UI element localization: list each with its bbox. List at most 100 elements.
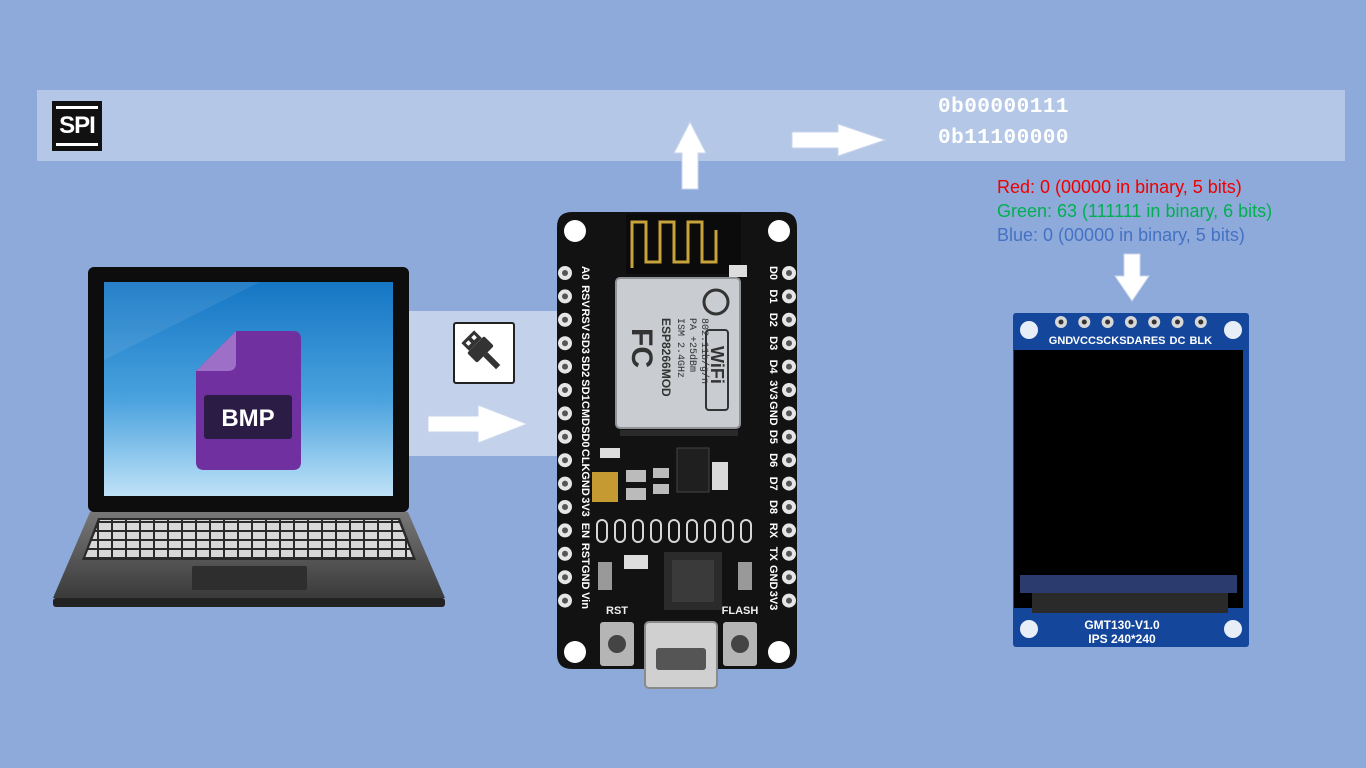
pin-label-right: D7 <box>767 477 779 491</box>
pin-label-right: GND <box>767 565 779 590</box>
display-spec: IPS 240*240 <box>1088 632 1156 646</box>
pin-label-right: D2 <box>767 313 779 327</box>
pin-hole-center <box>562 387 568 393</box>
pin-hole-center <box>562 480 568 487</box>
pin-hole-center <box>786 480 792 487</box>
pin-hole-center <box>786 574 792 581</box>
esp8266-board: FC ESP8266MOD ISM 2.4GHz PA +25dBm 802.1… <box>557 212 797 689</box>
pin-hole-center <box>786 504 792 510</box>
pin-label-left: CLK <box>579 449 591 472</box>
pin-hole-center <box>786 550 792 557</box>
arrow-up-icon <box>673 120 707 190</box>
pin-label-right: D5 <box>767 430 779 444</box>
usb-icon <box>453 322 515 384</box>
arrow-right-icon <box>791 123 887 157</box>
display-pin-label: GND <box>1049 335 1074 347</box>
display-model: GMT130-V1.0 <box>1084 618 1160 632</box>
pin-hole-center <box>786 340 792 347</box>
display-pin-label: RES <box>1143 335 1166 347</box>
pin-hole-center <box>562 457 568 464</box>
spi-logo-text: SPI <box>59 112 96 139</box>
pin-hole-center <box>562 293 568 300</box>
pin-hole-center <box>562 574 568 581</box>
laptop <box>53 267 445 607</box>
pin-label-right: D0 <box>767 266 779 280</box>
pin-hole-center <box>562 527 568 534</box>
pin-label-left: RSV <box>579 308 591 331</box>
pin-hole-center <box>786 363 792 370</box>
pin-label-left: SD1 <box>579 379 591 400</box>
blue-value-label: Blue: 0 (00000 in binary, 5 bits) <box>997 225 1245 245</box>
display-pin-hole-center <box>1105 319 1111 325</box>
esp-module-shield <box>615 277 741 429</box>
display-screen <box>1014 350 1243 608</box>
pin-hole-center <box>562 363 568 370</box>
arrow-right-icon <box>427 404 529 444</box>
pin-label-left: 3V3 <box>579 497 591 517</box>
pin-label-right: 3V3 <box>767 591 779 611</box>
laptop-touchpad <box>192 566 307 590</box>
display-pin-hole-center <box>1175 319 1180 325</box>
pin-label-left: CMD <box>579 401 591 426</box>
display-pin-hole-center <box>1058 319 1064 325</box>
binary-line-2: 0b11100000 <box>938 127 1070 150</box>
pin-label-right: D3 <box>767 336 779 350</box>
display-pin-label: VCC <box>1073 335 1096 347</box>
pin-hole-center <box>786 457 792 464</box>
spi-logo-icon: SPI <box>52 101 102 151</box>
pin-label-left: Vin <box>579 592 591 609</box>
pin-label-left: SD3 <box>579 332 591 353</box>
module-model: ESP8266MOD <box>659 318 673 397</box>
file-icon: BMP <box>196 331 301 470</box>
pin-label-left: RSV <box>579 285 591 308</box>
display-pin-label: BLK <box>1189 335 1212 347</box>
display-pin-hole-center <box>1198 319 1204 325</box>
pin-label-right: TX <box>767 547 779 562</box>
pin-hole-center <box>562 550 568 557</box>
pin-hole-center <box>786 293 792 300</box>
pin-label-right: GND <box>767 401 779 426</box>
red-value-label: Red: 0 (00000 in binary, 5 bits) <box>997 177 1242 197</box>
module-vendor: FC <box>625 328 658 368</box>
pin-label-right: D4 <box>767 360 779 375</box>
pin-hole-center <box>562 504 568 510</box>
pin-label-left: RST <box>579 543 591 565</box>
pin-hole-center <box>562 270 568 276</box>
pin-label-right: RX <box>767 523 779 539</box>
display-pin-label: SDA <box>1119 335 1142 347</box>
pin-hole-center <box>786 316 792 323</box>
pin-hole-center <box>562 340 568 347</box>
pin-label-left: GND <box>579 565 591 590</box>
pin-label-right: D8 <box>767 500 779 514</box>
pin-hole-center <box>786 433 792 440</box>
pin-hole-center <box>562 597 568 604</box>
pin-hole-center <box>562 410 568 417</box>
module-wifi-logo: WiFi <box>707 346 727 384</box>
pin-label-left: GND <box>579 471 591 496</box>
pin-hole-center <box>786 410 792 417</box>
file-label: BMP <box>221 405 274 432</box>
green-value-label: Green: 63 (111111 in binary, 6 bits) <box>997 201 1273 221</box>
module-spec-2: PA +25dBm <box>686 318 698 372</box>
pin-hole-center <box>786 597 792 604</box>
display-pin-label: SCK <box>1096 335 1119 347</box>
pin-label-right: 3V3 <box>767 380 779 400</box>
pin-hole-center <box>786 270 792 276</box>
pin-hole-center <box>786 527 792 534</box>
display-pin-hole-center <box>1081 319 1087 325</box>
pin-label-right: D1 <box>767 289 779 303</box>
display-pin-hole-center <box>1151 319 1157 325</box>
pin-label-left: A0 <box>579 266 591 280</box>
pin-label-right: D6 <box>767 453 779 467</box>
module-spec-1: ISM 2.4GHz <box>674 318 685 378</box>
flash-label: FLASH <box>722 605 759 617</box>
pin-hole-center <box>562 316 568 323</box>
pin-label-left: SD0 <box>579 426 591 447</box>
display-pin-label: DC <box>1170 335 1186 347</box>
pin-hole-center <box>786 387 792 393</box>
arrow-down-icon <box>1114 253 1150 302</box>
binary-line-1: 0b00000111 <box>938 96 1070 119</box>
rst-label: RST <box>606 605 628 617</box>
pin-hole-center <box>562 433 568 440</box>
pin-label-left: SD2 <box>579 356 591 377</box>
